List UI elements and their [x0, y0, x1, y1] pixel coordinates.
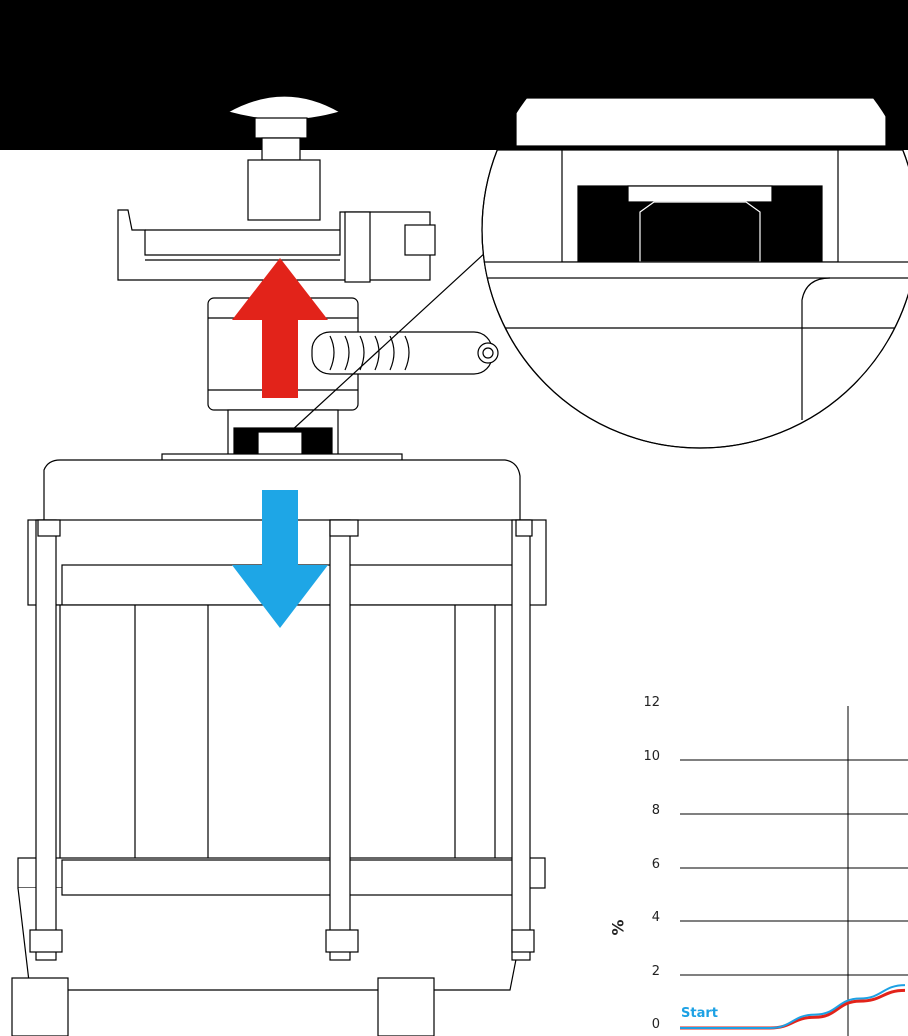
start-annotation: Start [681, 1006, 718, 1021]
side-spring-handle [311, 331, 499, 375]
down-arrow-icon [232, 490, 328, 628]
series-line [679, 984, 906, 1030]
y-tick-label: 4 [651, 910, 660, 925]
up-arrow-icon [232, 258, 328, 398]
seal-block [161, 409, 403, 463]
handle-frame [117, 209, 436, 283]
y-tick-label: 8 [651, 803, 660, 818]
detail-zoom-circle [481, 11, 908, 449]
chart-grid [680, 706, 908, 1036]
y-tick-label: 12 [643, 695, 660, 710]
y-tick-label: 10 [643, 749, 660, 764]
y-tick-label: 0 [651, 1017, 660, 1032]
y-tick-label: 2 [651, 964, 660, 979]
top-knob [226, 95, 342, 221]
chart-series [679, 984, 906, 1030]
y-tick-label: 6 [651, 857, 660, 872]
y-axis-label: % [608, 919, 628, 936]
